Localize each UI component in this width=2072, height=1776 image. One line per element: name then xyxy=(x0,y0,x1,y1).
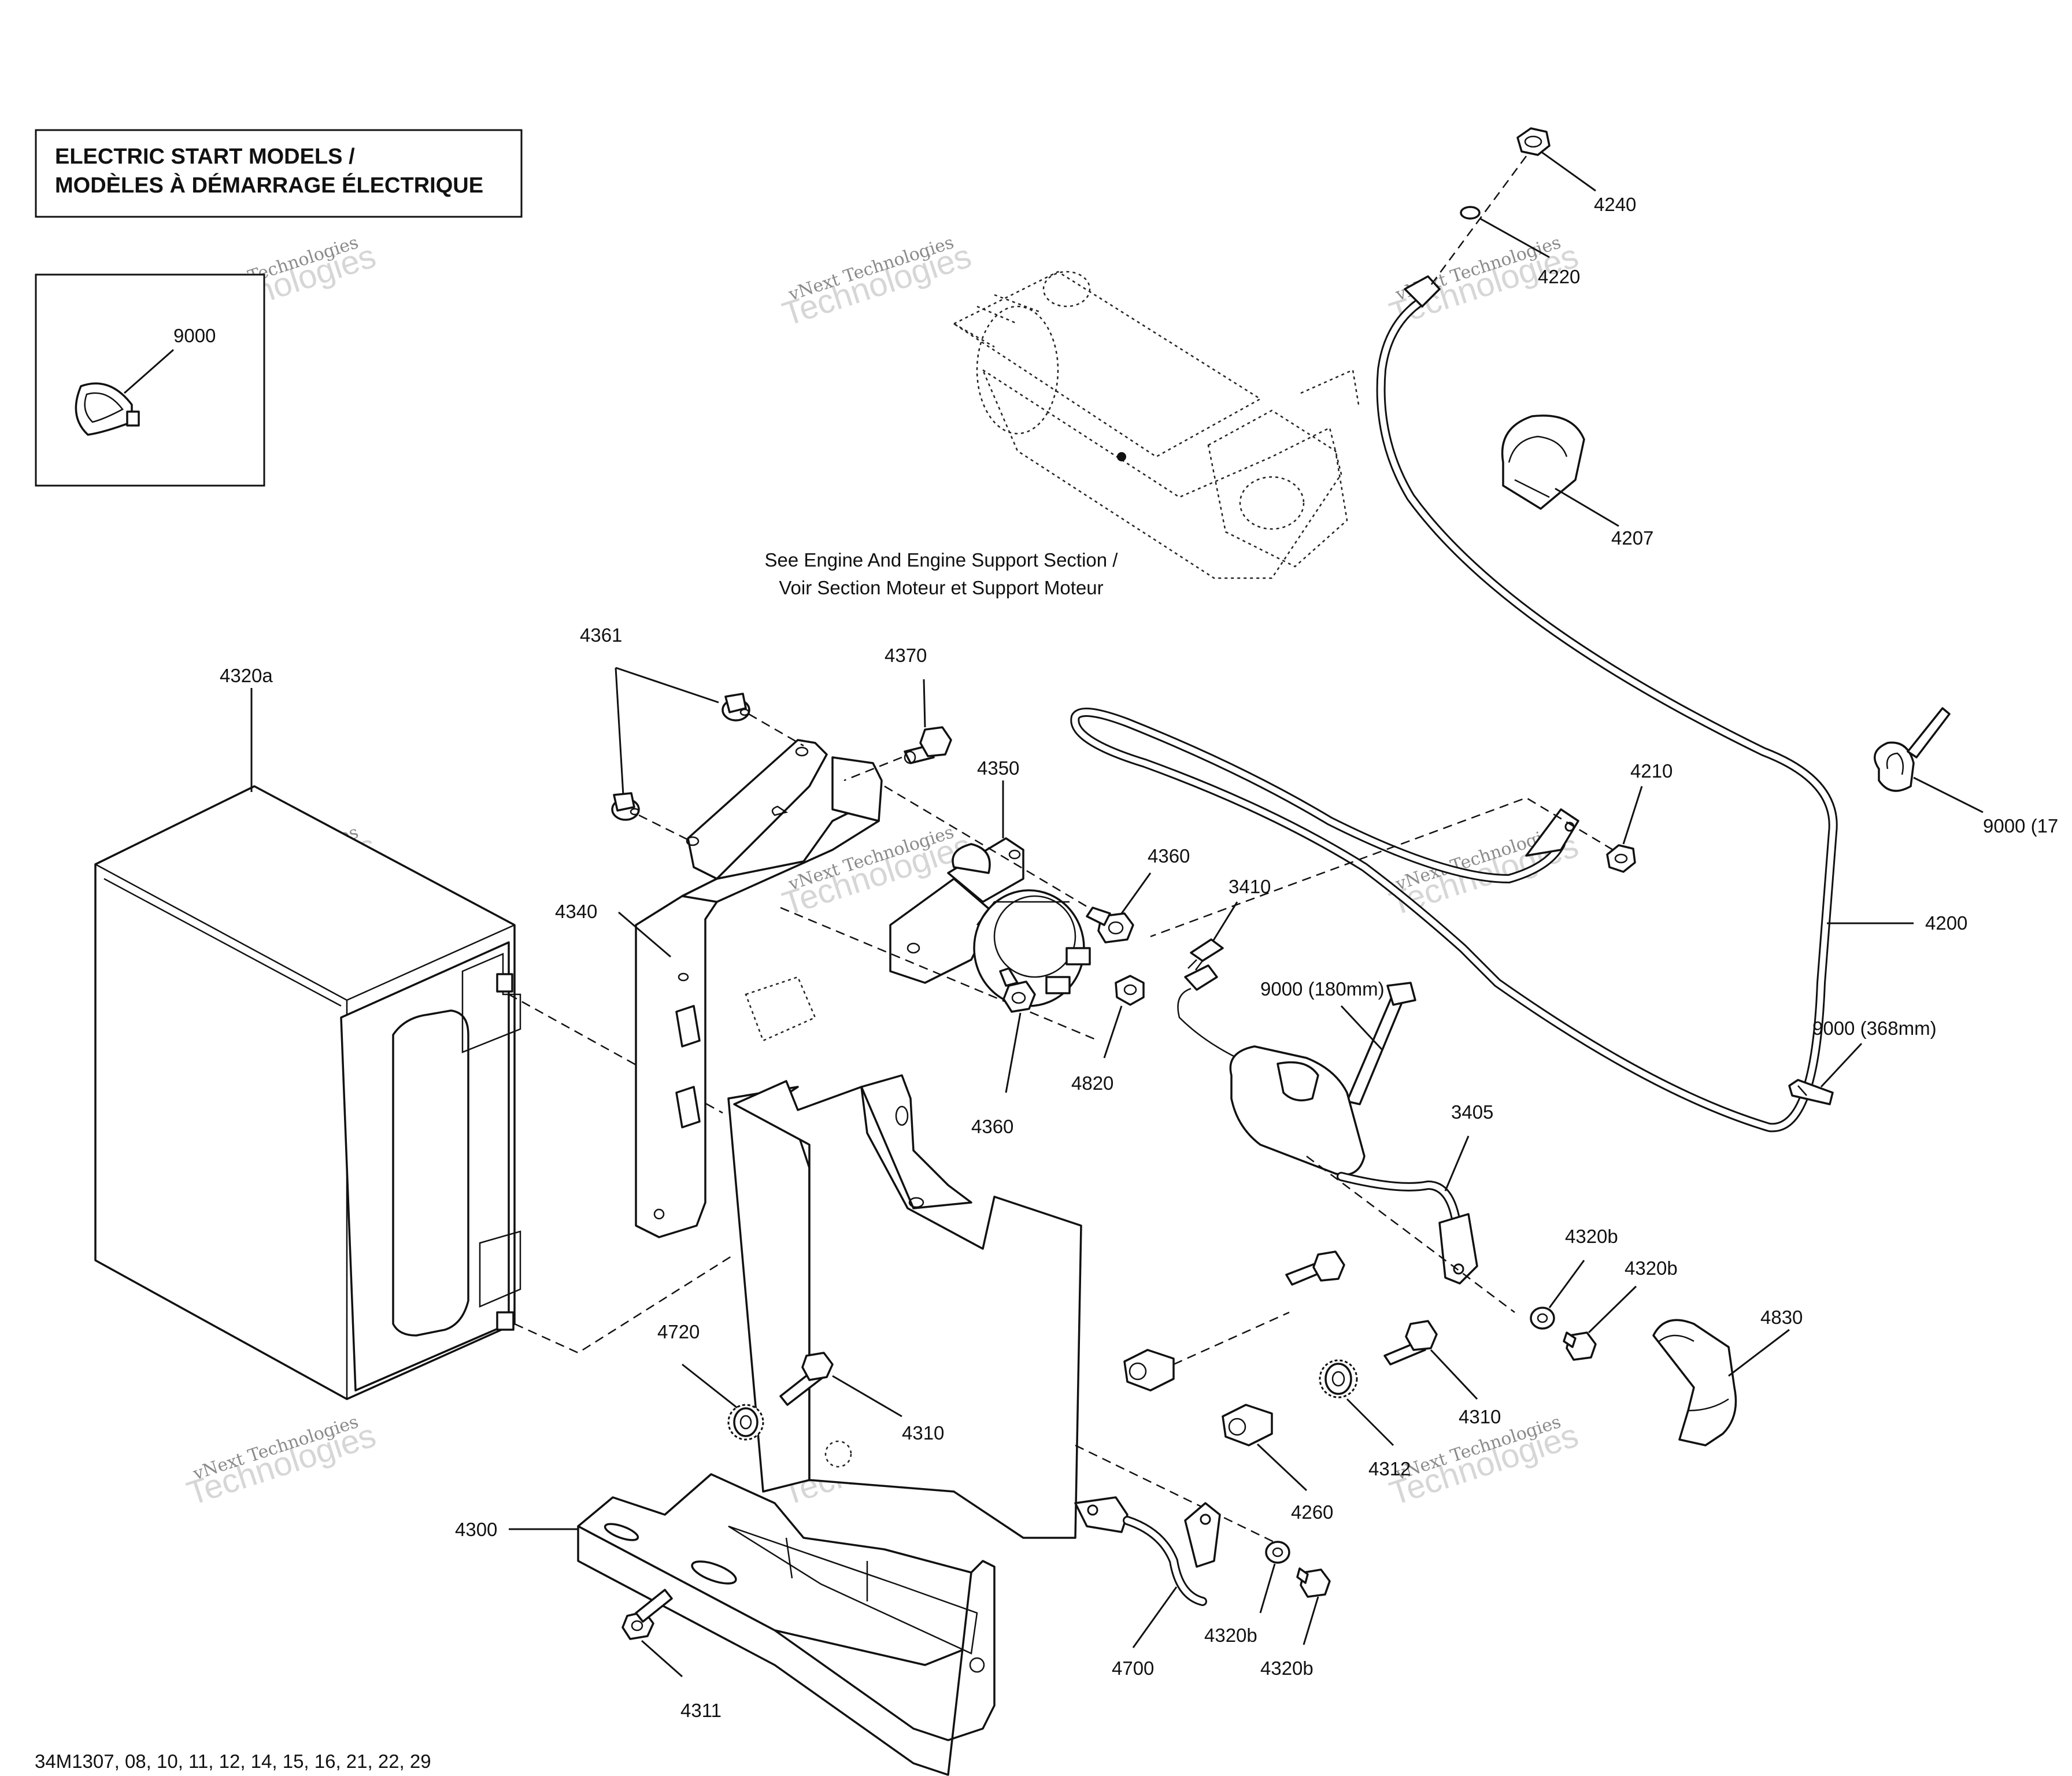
grommet-4361-left xyxy=(611,792,640,821)
label-4820: 4820 xyxy=(1071,1072,1113,1094)
label-9000-17: 9000 (17 xyxy=(1983,815,2058,837)
fuse-3410 xyxy=(1187,938,1224,971)
label-9000-180: 9000 (180mm) xyxy=(1260,978,1385,1000)
starter-motor-ghost xyxy=(952,271,1360,579)
label-4700: 4700 xyxy=(1112,1657,1154,1679)
bolt-4310-right xyxy=(1383,1320,1438,1366)
label-4320a: 4320a xyxy=(220,665,273,686)
header-line-1: ELECTRIC START MODELS / xyxy=(55,145,355,169)
cable-tie-17 xyxy=(1874,707,1951,792)
terminal-boot-4207 xyxy=(1501,415,1585,510)
nut-4820 xyxy=(1115,975,1145,1006)
label-4370: 4370 xyxy=(885,645,927,666)
label-4340: 4340 xyxy=(555,901,597,922)
spacer-left xyxy=(1123,1349,1175,1392)
see-engine-note-line-1: See Engine And Engine Support Section / xyxy=(765,549,1119,571)
fuse-harness-3405 xyxy=(1177,964,1478,1285)
terminal-boot-4830 xyxy=(1652,1319,1737,1446)
label-4320b-4: 4320b xyxy=(1260,1657,1314,1679)
reference-dot xyxy=(1117,452,1126,461)
watermark: Technologies vNext Technologies xyxy=(778,232,976,333)
label-9000-inset: 9000 xyxy=(173,325,216,346)
label-4300: 4300 xyxy=(455,1519,497,1540)
label-4311: 4311 xyxy=(680,1700,722,1721)
washer-4320b-lower xyxy=(1265,1541,1290,1564)
label-4310-right: 4310 xyxy=(1459,1406,1501,1427)
ground-cable-4700 xyxy=(1074,1496,1221,1606)
bolt-4311 xyxy=(621,1589,673,1640)
label-4200: 4200 xyxy=(1925,912,1967,934)
label-4240: 4240 xyxy=(1594,194,1636,215)
inset-box: 9000 xyxy=(35,273,265,487)
bolt-4310-left xyxy=(779,1352,834,1406)
cable-tie-368 xyxy=(1788,1079,1834,1105)
watermark: Technologies vNext Technologies xyxy=(183,1412,380,1512)
lock-washer-ghost xyxy=(824,1440,852,1468)
label-4320b-1: 4320b xyxy=(1565,1226,1618,1247)
bolt-4320b-1-right xyxy=(1285,1250,1345,1286)
label-4207: 4207 xyxy=(1611,527,1653,549)
label-4320b-2: 4320b xyxy=(1625,1257,1678,1279)
label-3405: 3405 xyxy=(1451,1101,1493,1123)
cable-tie-icon xyxy=(75,382,140,436)
bolt-4320b-lower xyxy=(1296,1567,1331,1598)
label-4350: 4350 xyxy=(977,757,1019,779)
lock-washer-4312 xyxy=(1319,1359,1358,1398)
lock-washer-4720 xyxy=(727,1404,764,1441)
rubber-pad xyxy=(745,976,816,1042)
label-9000-368: 9000 (368mm) xyxy=(1812,1018,1937,1039)
label-4360-upper: 4360 xyxy=(1148,845,1190,867)
see-engine-note-line-2: Voir Section Moteur et Support Moteur xyxy=(779,577,1103,598)
bolt-4370 xyxy=(904,726,952,764)
label-4310-left: 4310 xyxy=(902,1422,944,1444)
label-4720: 4720 xyxy=(657,1321,700,1342)
bolt-4320b-2 xyxy=(1563,1331,1597,1361)
bracket-4340 xyxy=(635,739,883,1238)
grommet-4361-top xyxy=(722,693,750,722)
bolt-4360-upper xyxy=(1086,906,1134,944)
label-4830: 4830 xyxy=(1760,1307,1803,1328)
header-box: ELECTRIC START MODELS / MODÈLES À DÉMARR… xyxy=(35,129,523,218)
washer-4320b xyxy=(1530,1307,1555,1330)
nut-4210 xyxy=(1606,844,1636,873)
label-4220: 4220 xyxy=(1538,266,1580,287)
battery-cable-4200 xyxy=(1070,275,1838,1133)
label-4210: 4210 xyxy=(1630,760,1673,782)
label-4312: 4312 xyxy=(1368,1458,1411,1479)
label-3410: 3410 xyxy=(1229,876,1271,897)
header-line-2: MODÈLES À DÉMARRAGE ÉLECTRIQUE xyxy=(55,172,483,198)
cable-tie-180 xyxy=(1346,982,1416,1105)
label-4320b-3: 4320b xyxy=(1204,1625,1257,1646)
label-4360-lower: 4360 xyxy=(971,1116,1013,1137)
label-4260: 4260 xyxy=(1291,1501,1333,1523)
washer-4220 xyxy=(1460,206,1481,220)
battery-4320a xyxy=(94,785,521,1400)
nut-4240 xyxy=(1516,127,1551,156)
spacer-4260 xyxy=(1222,1404,1273,1446)
label-4361: 4361 xyxy=(580,624,622,646)
bolt-4360-lower xyxy=(999,967,1036,1013)
drawing-reference: 34M1307, 08, 10, 11, 12, 14, 15, 16, 21,… xyxy=(35,1751,431,1772)
